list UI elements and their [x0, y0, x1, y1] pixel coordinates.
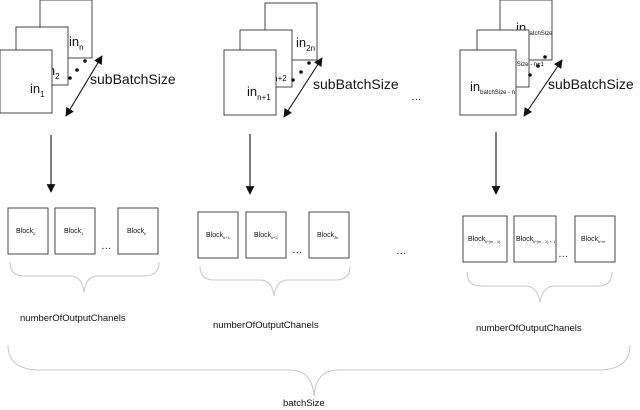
block-label: Blockk+2: [254, 232, 278, 240]
block-card: [574, 215, 616, 263]
column-1: inn in2 in1 subBatchSize Block0 Block1 ……: [0, 0, 176, 324]
block-ellipsis: …: [558, 248, 569, 260]
block-ellipsis: …: [292, 244, 303, 256]
block-card: [462, 215, 508, 263]
block-card: [513, 215, 557, 263]
block-label: Blockk: [127, 228, 146, 236]
block-card: [245, 211, 287, 259]
column-2: in2n inn+2 inn+1 subBatchSize Blockk+1 B…: [197, 2, 399, 331]
input-label-n: inn: [69, 34, 84, 52]
block-label: Blockk*m: [581, 236, 606, 244]
input-card-front: [223, 49, 277, 116]
column-gap-ellipsis-top: …: [411, 91, 422, 103]
block-label: Blockk*(m - 1) + 1: [516, 236, 556, 244]
block-row: Block0 Block1 … Blockk: [7, 207, 159, 255]
subbatch-label: subBatchSize: [548, 76, 634, 92]
input-label-batchsize: inbatchSize: [516, 20, 553, 37]
column-gap-ellipsis-mid: …: [396, 245, 407, 257]
subbatch-label: subBatchSize: [313, 76, 399, 92]
block-ellipsis: …: [101, 240, 112, 252]
subbatch-arrow: [283, 57, 323, 118]
column-3: inbatchSize inbatchSize - n+1 inbatchSiz…: [459, 0, 634, 334]
block-card: [54, 207, 96, 255]
stack-dot: [299, 70, 303, 74]
stack-dot: [307, 61, 311, 65]
block-card: [197, 211, 239, 259]
block-label: Block1: [64, 228, 84, 236]
channel-brace-label: numberOfOutputChanels: [20, 313, 126, 324]
batchsize-label: batchSize: [283, 398, 325, 409]
input-stack: inbatchSize inbatchSize - n+1 inbatchSiz…: [459, 0, 553, 116]
channel-brace: [9, 261, 160, 293]
input-label-1: in1: [30, 81, 45, 99]
block-label: Blockk*(m - 1): [468, 236, 501, 244]
input-label-batchsize-minus-n: inbatchSize - n: [470, 79, 515, 96]
input-card-front: [0, 49, 53, 114]
block-row: Blockk*(m - 1) Blockk*(m - 1) + 1 … Bloc…: [462, 215, 616, 263]
block-card: [117, 207, 159, 255]
block-label: Block2k: [317, 232, 338, 240]
block-label: Blockk+1: [206, 232, 230, 240]
channel-brace-label: numberOfOutputChanels: [476, 323, 582, 334]
channel-brace: [466, 271, 613, 303]
block-label: Block0: [16, 228, 36, 236]
input-stack: in2n inn+2 inn+1: [223, 2, 318, 116]
subbatch-arrow: [523, 59, 563, 117]
input-label-n-plus-1: inn+1: [247, 84, 271, 102]
stack-dot: [536, 64, 540, 68]
stack-dot: [68, 76, 72, 80]
block-card: [308, 211, 350, 259]
input-card-front: [459, 49, 517, 116]
stack-dot: [83, 59, 87, 63]
stack-dot: [543, 55, 547, 59]
channel-brace: [199, 265, 351, 297]
stack-dot: [528, 73, 532, 77]
block-card: [7, 207, 49, 255]
batchsize-brace: [7, 344, 631, 397]
block-row: Blockk+1 Blockk+2 … Block2k: [197, 211, 350, 259]
stack-dot: [291, 78, 295, 82]
subbatch-label: subBatchSize: [90, 71, 176, 87]
stack-dot: [75, 68, 79, 72]
input-stack: inn in2 in1: [0, 0, 93, 114]
subbatch-arrow: [65, 55, 103, 117]
input-label-2n: in2n: [296, 35, 315, 53]
channel-brace-label: numberOfOutputChanels: [213, 320, 319, 331]
